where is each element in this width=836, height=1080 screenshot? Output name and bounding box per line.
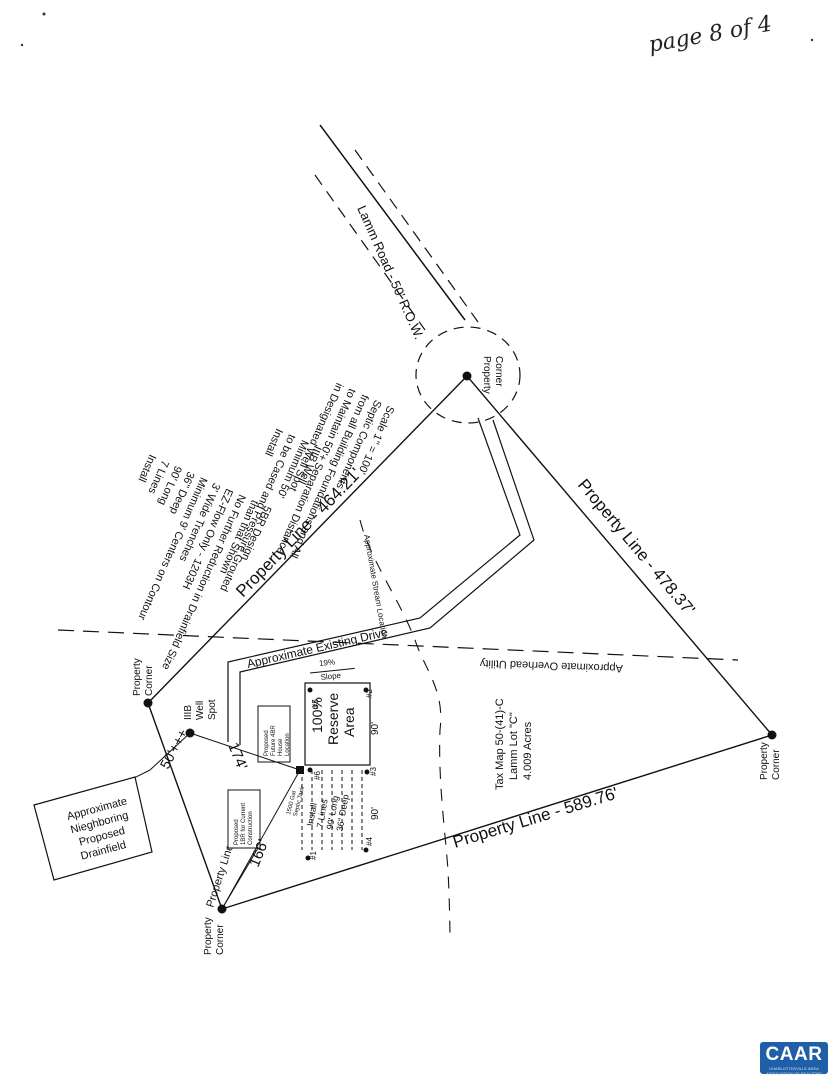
well-spot-label: IIIB Well Spot xyxy=(183,699,218,720)
svg-text:IIIB: IIIB xyxy=(183,705,194,720)
svg-text:Slope: Slope xyxy=(320,671,342,682)
svg-text:Proposed: Proposed xyxy=(264,730,270,756)
property-line-label-ne: Property Line - 478.37' xyxy=(574,475,699,619)
design-note: 5BR Design than that Shown No Further Re… xyxy=(135,453,273,672)
tax-map-info: Tax Map 50-(41)-C Lamm Lot "C" 4.009 Acr… xyxy=(494,698,534,790)
svg-text:#4: #4 xyxy=(365,837,374,846)
current-house xyxy=(227,789,261,849)
svg-text:Future 4BR: Future 4BR xyxy=(271,725,277,756)
future-house-label: Proposed Future 4BR House Location xyxy=(264,725,291,756)
property-boundary xyxy=(147,375,773,910)
distance-174: 174' xyxy=(224,740,250,772)
property-corner-west xyxy=(143,698,153,708)
stray-mark xyxy=(810,38,814,42)
drainfield-trenches: Install 7 Lines 90' Long 36" Deep xyxy=(301,770,363,850)
road-label: Lamm Road - 50' R.O.W. xyxy=(354,203,427,341)
drive-label: Approximate Existing Drive xyxy=(246,625,390,671)
svg-text:Property: Property xyxy=(132,658,143,696)
corner-label-north: Property Corner xyxy=(481,356,504,394)
reserve-dim-side: 90' xyxy=(370,722,381,735)
svg-text:#6: #6 xyxy=(313,771,322,780)
svg-text:#1: #1 xyxy=(309,851,318,860)
reserve-area: 100% Reserve Area 90' 90' 19% Slope xyxy=(304,657,381,820)
svg-text:Corner: Corner xyxy=(771,749,782,780)
svg-text:#3: #3 xyxy=(369,767,378,776)
svg-text:1BR for Current: 1BR for Current xyxy=(241,803,247,845)
distance-50: 50'+++ xyxy=(157,726,191,771)
overhead-utility-line xyxy=(57,629,739,661)
stray-mark xyxy=(20,43,24,47)
svg-text:Install: Install xyxy=(305,802,319,827)
svg-text:100%: 100% xyxy=(309,697,325,733)
svg-text:Property: Property xyxy=(759,742,770,780)
caar-logo-text: CAAR xyxy=(765,1044,823,1065)
corner-label-south: Property Corner xyxy=(203,917,226,955)
svg-text:19%: 19% xyxy=(319,657,336,668)
svg-text:#2: #2 xyxy=(365,689,374,698)
property-corner-east xyxy=(767,730,777,740)
svg-text:Reserve: Reserve xyxy=(325,693,341,745)
septic-tank-label: 1500 Gal Septic Tank xyxy=(286,785,306,817)
scale-note: Scale 1" = 100' Septic Components from a… xyxy=(274,381,396,560)
svg-text:Proposed: Proposed xyxy=(234,819,240,845)
corner-circle xyxy=(415,326,521,424)
future-house xyxy=(257,705,291,763)
current-house-label: Proposed 1BR for Current Construction xyxy=(234,803,254,845)
property-line-label-s: Property Line - 589.76' xyxy=(451,784,621,852)
corner-label-west: Property Corner xyxy=(132,658,155,696)
svg-text:Area: Area xyxy=(341,707,357,737)
svg-text:House: House xyxy=(278,738,284,756)
svg-text:Location: Location xyxy=(285,733,291,756)
stream-label: Approximate Stream Location xyxy=(362,534,389,639)
svg-text:Property: Property xyxy=(203,917,214,955)
svg-text:Construction: Construction xyxy=(248,811,254,845)
caar-logo: CAAR CHARLOTTESVILLE AREA ASSOCIATION OF… xyxy=(760,1042,828,1076)
overhead-utility-label: Approximate Overhead Utility xyxy=(479,657,623,674)
svg-text:Well: Well xyxy=(195,701,206,720)
svg-text:Corner: Corner xyxy=(144,665,155,696)
svg-text:Property: Property xyxy=(481,356,492,394)
svg-text:Corner: Corner xyxy=(215,924,226,955)
property-corner-north xyxy=(462,371,472,381)
road: Lamm Road - 50' R.O.W. xyxy=(314,124,479,342)
svg-text:Spot: Spot xyxy=(207,699,218,720)
reserve-dim-bottom: 90' xyxy=(370,807,381,820)
svg-text:Corner: Corner xyxy=(493,356,504,387)
svg-text:4.009 Acres: 4.009 Acres xyxy=(522,721,534,780)
corner-label-east: Property Corner xyxy=(759,742,782,780)
slope-indicator: 19% Slope xyxy=(310,657,355,682)
stray-mark xyxy=(42,12,46,16)
install-note: Install 7 Lines 90' Long 36" Deep xyxy=(305,794,351,832)
svg-text:Lamm Lot "C": Lamm Lot "C" xyxy=(508,712,520,780)
svg-text:#5: #5 xyxy=(311,699,320,708)
neighbor-drainfield: Approximate Nieghboring Proposed Drainfi… xyxy=(33,776,153,881)
page-note: page 8 of 4 xyxy=(647,12,774,58)
caar-logo-subtext: CHARLOTTESVILLE AREA ASSOCIATION OF REAL… xyxy=(765,1066,822,1076)
svg-text:1500 Gal: 1500 Gal xyxy=(286,790,298,815)
corner-markers: #1 #2 #3 #4 #5 #6 xyxy=(305,687,378,861)
property-plat-drawing: page 8 of 4 Lamm Road - 50' R.O.W. Prope… xyxy=(20,12,814,955)
svg-text:Tax Map 50-(41)-C: Tax Map 50-(41)-C xyxy=(494,698,506,790)
